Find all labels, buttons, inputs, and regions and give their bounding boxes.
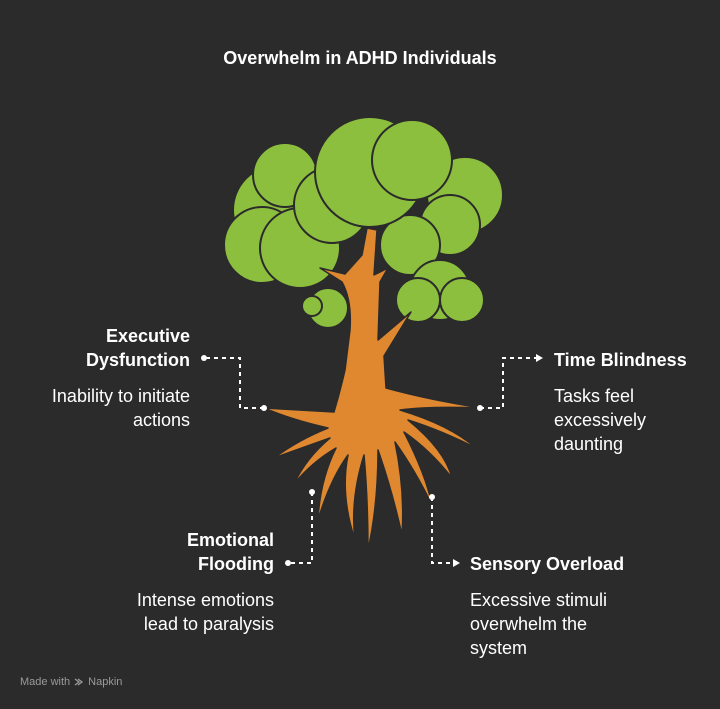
footer-credit: Made with Napkin bbox=[20, 676, 122, 688]
napkin-logo-icon bbox=[74, 678, 84, 686]
napkin-brand-label: Napkin bbox=[88, 676, 123, 688]
item-desc-time-blindness: Tasks feel excessively daunting bbox=[554, 386, 647, 454]
connector-dots bbox=[201, 354, 543, 567]
item-desc-executive-dysfunction: Inability to initiate actions bbox=[51, 386, 190, 430]
item-title-time-blindness: Time Blindness bbox=[554, 350, 687, 370]
diagram-title: Overwhelm in ADHD Individuals bbox=[223, 48, 497, 68]
item-title-emotional-flooding: Emotional Flooding bbox=[186, 530, 274, 574]
made-with-label: Made with bbox=[20, 676, 71, 688]
item-title-sensory-overload: Sensory Overload bbox=[470, 554, 625, 574]
item-desc-sensory-overload: Excessive stimuli overwhelm the system bbox=[470, 590, 608, 658]
item-desc-emotional-flooding: Intense emotions lead to paralysis bbox=[136, 590, 274, 634]
tree-foliage bbox=[223, 116, 504, 329]
tree-trunk bbox=[263, 227, 483, 551]
item-title-executive-dysfunction: Executive Dysfunction bbox=[85, 326, 190, 370]
connector-lines bbox=[206, 357, 538, 564]
